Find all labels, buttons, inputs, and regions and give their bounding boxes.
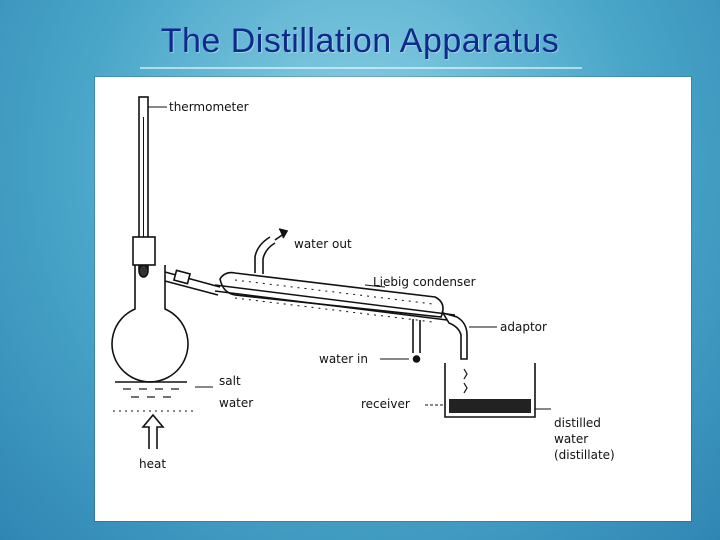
drops xyxy=(463,368,468,394)
receiver-label: receiver xyxy=(361,397,410,411)
distilled-label-line2: water xyxy=(554,432,588,446)
adaptor-label: adaptor xyxy=(500,320,547,334)
water-in-label: water in xyxy=(319,352,368,366)
condenser-leader xyxy=(364,284,386,288)
receiver-beaker xyxy=(444,363,536,418)
water-out-port xyxy=(254,228,289,274)
salt-water-label-line2: water xyxy=(219,396,253,410)
condenser-dots xyxy=(234,279,434,323)
distilled-label-line3: (distillate) xyxy=(554,448,615,462)
round-bottom-flask xyxy=(111,265,189,383)
title-underline xyxy=(140,67,582,69)
diagram-panel: thermometer water out Liebig condenser a… xyxy=(95,77,691,521)
slide-title: The Distillation Apparatus xyxy=(160,22,560,60)
water-in-port xyxy=(412,319,421,363)
condenser-inner-tube xyxy=(214,284,456,322)
side-arm xyxy=(164,269,221,296)
heat-label: heat xyxy=(139,457,166,471)
water-out-label: water out xyxy=(294,237,352,251)
distillation-diagram: thermometer water out Liebig condenser a… xyxy=(111,96,615,471)
salt-water-label-line1: salt xyxy=(219,374,241,388)
distilled-label-line1: distilled xyxy=(554,416,601,430)
flask-stopper xyxy=(132,236,156,266)
heat-arrow xyxy=(141,413,165,449)
condenser-label: Liebig condenser xyxy=(373,275,476,289)
adaptor xyxy=(441,311,468,360)
thermometer-label: thermometer xyxy=(169,100,249,114)
salt-water-dashes xyxy=(123,388,179,398)
